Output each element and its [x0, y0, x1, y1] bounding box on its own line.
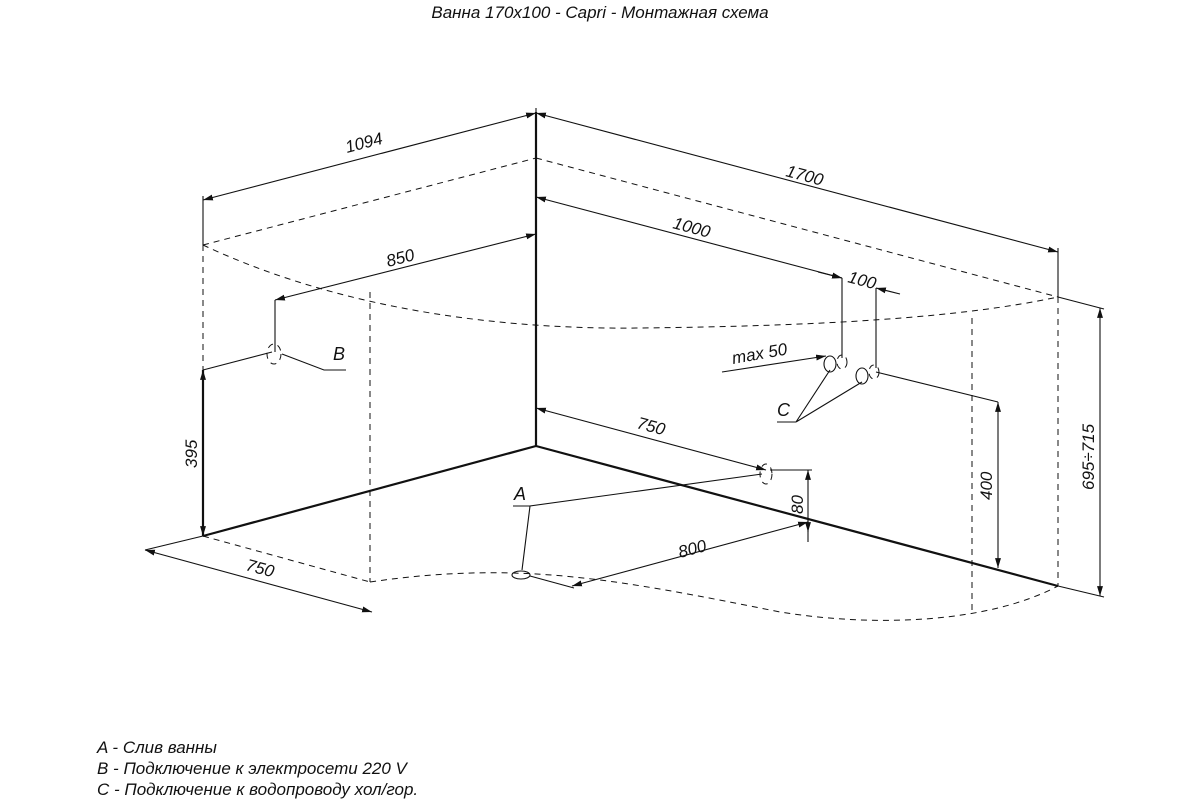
diagram-title: Ванна 170х100 - Capri - Монтажная схема	[431, 3, 769, 22]
legend-item-c: C - Подключение к водопроводу хол/гор.	[97, 780, 419, 799]
dimension-400: 400	[875, 371, 1001, 568]
drain-icon	[511, 570, 531, 580]
label-b: B	[333, 344, 345, 364]
dimension-label-750-bottom: 750	[244, 556, 277, 582]
connection-c: C	[777, 354, 880, 423]
dimension-label-max50: max 50	[730, 339, 789, 367]
dimension-1000: 1000	[535, 196, 843, 358]
dimension-label-1700: 1700	[784, 162, 826, 190]
dimension-1700: 1700	[535, 112, 1059, 297]
dimension-750-bottom: 750	[144, 535, 373, 613]
dimension-label-800: 800	[676, 536, 709, 562]
dimension-750-top: 750	[535, 407, 767, 471]
dimension-100: 100	[817, 268, 901, 368]
dimension-800: 800	[529, 520, 809, 589]
bath-frame	[201, 112, 1059, 588]
dimension-850: 850	[274, 233, 537, 352]
legend-item-b: B - Подключение к электросети 220 V	[97, 759, 407, 778]
dimension-395: 395	[182, 351, 273, 536]
connection-a: A	[511, 463, 773, 580]
dimension-1094: 1094	[202, 108, 537, 245]
dimension-label-850: 850	[384, 245, 417, 271]
hot-water-pipe-icon	[855, 367, 869, 385]
dimension-label-1000: 1000	[671, 214, 713, 242]
dimension-label-100: 100	[846, 268, 879, 294]
dimension-695-715: 695÷715	[1057, 296, 1105, 598]
dimension-max50: max 50	[721, 339, 827, 373]
dimension-label-1094: 1094	[343, 129, 384, 157]
cold-water-pipe-icon	[823, 355, 837, 373]
label-a: A	[513, 484, 526, 504]
dimension-label-695-715: 695÷715	[1079, 423, 1098, 490]
electric-outlet-icon	[266, 343, 282, 365]
dimension-label-400: 400	[977, 471, 996, 500]
legend-item-a: A - Слив ванны	[97, 738, 217, 757]
dimension-label-395: 395	[182, 439, 201, 468]
connection-b: B	[266, 343, 346, 371]
label-c: C	[777, 400, 791, 420]
legend: A - Слив ванны B - Подключение к электро…	[97, 737, 418, 800]
dimension-label-80: 80	[788, 495, 807, 514]
